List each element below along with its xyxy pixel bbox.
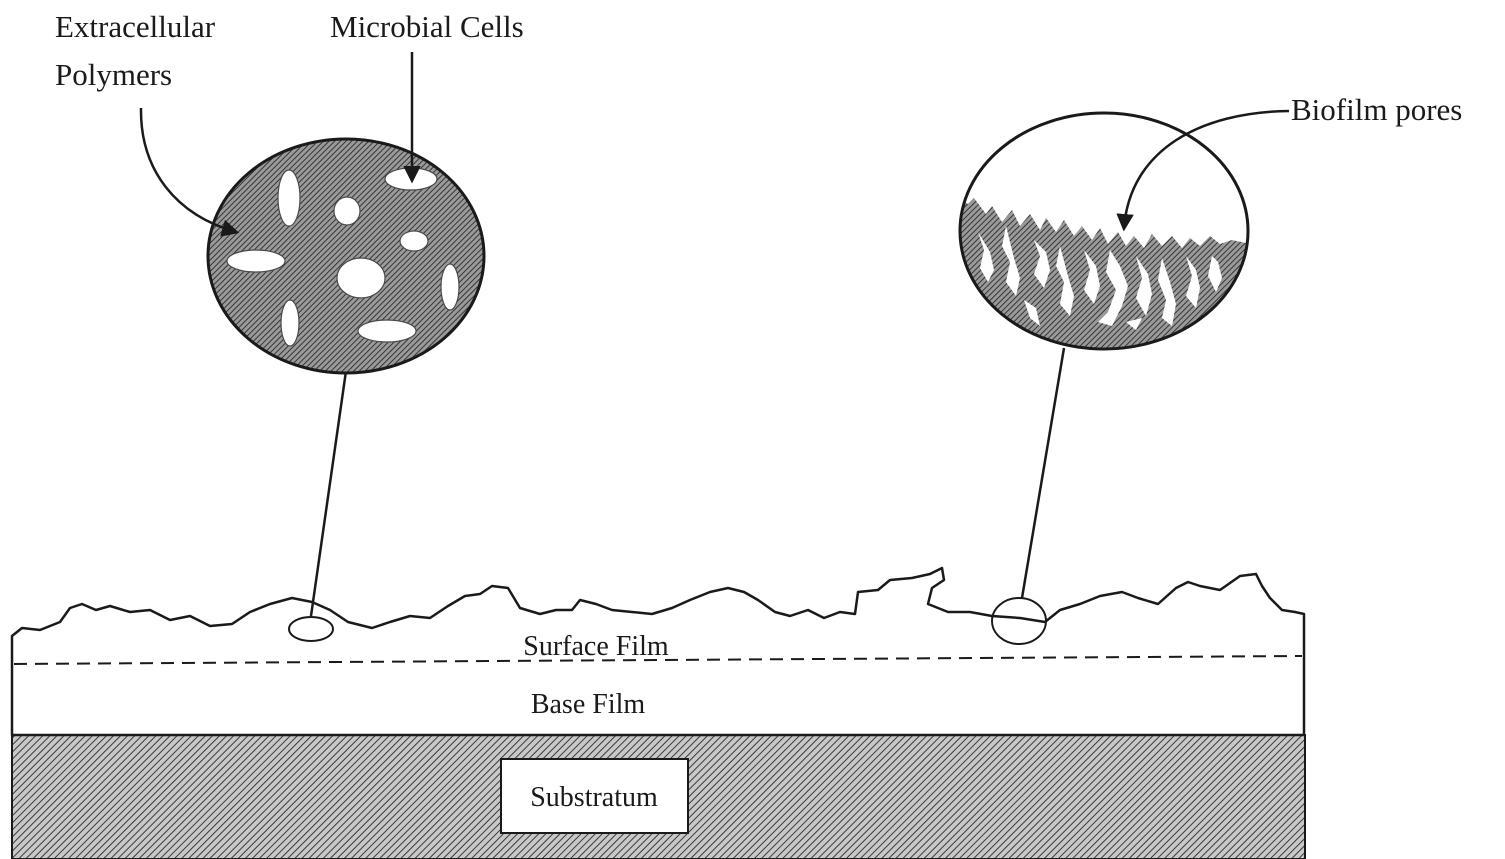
extracellular-polymers-label-line1: Extracellular <box>55 9 216 44</box>
microbial-cell <box>400 231 428 251</box>
surface-film-label: Surface Film <box>523 631 669 662</box>
left-connector-line <box>311 371 346 616</box>
right-connector-line <box>1022 348 1064 598</box>
extracellular-polymers-label-line2: Polymers <box>55 57 172 92</box>
microbial-cell <box>278 170 300 226</box>
microbial-cell <box>227 250 285 272</box>
right-magnified-view <box>955 113 1250 360</box>
left-magnified-view <box>208 139 484 373</box>
microbial-cells-label: Microbial Cells <box>330 9 524 44</box>
left-sample-marker <box>289 617 333 641</box>
microbial-cell <box>358 320 416 342</box>
substratum-label: Substratum <box>530 782 658 813</box>
biofilm-pores-label: Biofilm pores <box>1291 92 1462 127</box>
base-film-label: Base Film <box>531 689 646 720</box>
microbial-cell <box>337 258 385 298</box>
microbial-cell <box>441 264 459 310</box>
microbial-cell <box>334 197 360 225</box>
microbial-cell <box>281 300 299 346</box>
